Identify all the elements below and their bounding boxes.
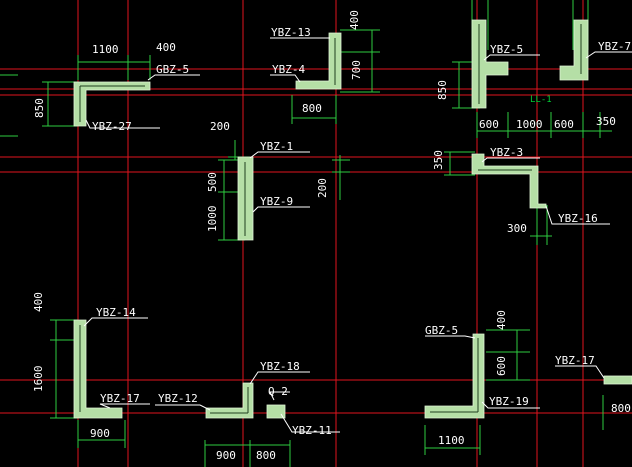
dim-500: 500 bbox=[206, 172, 219, 192]
dim-600-a: 600 bbox=[479, 118, 499, 131]
dim-800-far-right: 800 bbox=[611, 402, 631, 415]
column-ybz-7[interactable] bbox=[559, 19, 589, 81]
label-ybz-9[interactable]: YBZ-9 bbox=[260, 195, 293, 208]
dim-600-b: 600 bbox=[554, 118, 574, 131]
dim-850-right: 850 bbox=[436, 80, 449, 100]
dim-850: 850 bbox=[33, 98, 46, 118]
dim-1000-left: 1000 bbox=[206, 206, 219, 233]
column-ybz-17-right[interactable] bbox=[603, 375, 632, 385]
dim-200: 200 bbox=[210, 120, 230, 133]
label-q-2[interactable]: Q-2 bbox=[268, 385, 288, 398]
label-ybz-16[interactable]: YBZ-16 bbox=[558, 212, 598, 225]
dimension-texts: 1100 400 850 400 700 800 200 850 600 100… bbox=[32, 10, 631, 462]
dim-900: 900 bbox=[90, 427, 110, 440]
dim-400-left: 400 bbox=[32, 292, 45, 312]
dim-1600: 1600 bbox=[32, 366, 45, 393]
wall-q-2[interactable] bbox=[266, 404, 286, 419]
label-ybz-12[interactable]: YBZ-12 bbox=[158, 392, 198, 405]
column-ybz-19[interactable] bbox=[424, 333, 485, 419]
dim-800: 800 bbox=[302, 102, 322, 115]
label-ybz-17[interactable]: YBZ-17 bbox=[100, 392, 140, 405]
dim-1000: 1000 bbox=[516, 118, 543, 131]
dim-600-right: 600 bbox=[495, 356, 508, 376]
label-ybz-3[interactable]: YBZ-3 bbox=[490, 146, 523, 159]
label-ybz-7[interactable]: YBZ-7 bbox=[598, 40, 631, 53]
dim-400: 400 bbox=[156, 41, 176, 54]
wall-core-lines bbox=[79, 24, 582, 414]
column-ybz-12[interactable] bbox=[205, 382, 254, 419]
label-ybz-13[interactable]: YBZ-13 bbox=[271, 26, 311, 39]
label-ybz-11[interactable]: YBZ-11 bbox=[292, 424, 332, 437]
dim-350: 350 bbox=[596, 115, 616, 128]
column-ybz-5[interactable] bbox=[471, 19, 509, 109]
dim-350-ybz3: 350 bbox=[432, 150, 445, 170]
wall-labels: YBZ-27 GBZ-5 YBZ-13 YBZ-4 YBZ-5 YBZ-7 YB… bbox=[92, 26, 631, 437]
dim-400-right: 400 bbox=[495, 310, 508, 330]
label-gbz-5-bottom[interactable]: GBZ-5 bbox=[425, 324, 458, 337]
label-ybz-5[interactable]: YBZ-5 bbox=[490, 43, 523, 56]
dim-1100-bottom: 1100 bbox=[438, 434, 465, 447]
dim-700: 700 bbox=[350, 60, 363, 80]
dim-400-ybz13: 400 bbox=[348, 10, 361, 30]
column-ybz-13[interactable] bbox=[295, 32, 342, 90]
leader-lines bbox=[83, 37, 632, 433]
label-gbz-5[interactable]: GBZ-5 bbox=[156, 63, 189, 76]
dim-1100: 1100 bbox=[92, 43, 119, 56]
label-ybz-1[interactable]: YBZ-1 bbox=[260, 140, 293, 153]
label-ybz-19[interactable]: YBZ-19 bbox=[489, 395, 529, 408]
label-ybz-18[interactable]: YBZ-18 bbox=[260, 360, 300, 373]
label-ybz-27[interactable]: YBZ-27 bbox=[92, 120, 132, 133]
dim-800-bottom: 800 bbox=[256, 449, 276, 462]
label-ll-1[interactable]: LL-1 bbox=[530, 95, 552, 105]
label-ybz-17-right[interactable]: YBZ-17 bbox=[555, 354, 595, 367]
label-ybz-14[interactable]: YBZ-14 bbox=[96, 306, 136, 319]
column-ybz-3[interactable] bbox=[471, 153, 547, 209]
label-ybz-4[interactable]: YBZ-4 bbox=[272, 63, 305, 76]
column-ybz-14[interactable] bbox=[73, 319, 123, 419]
dim-900-bottom: 900 bbox=[216, 449, 236, 462]
dim-200-right: 200 bbox=[316, 178, 329, 198]
dim-300: 300 bbox=[507, 222, 527, 235]
